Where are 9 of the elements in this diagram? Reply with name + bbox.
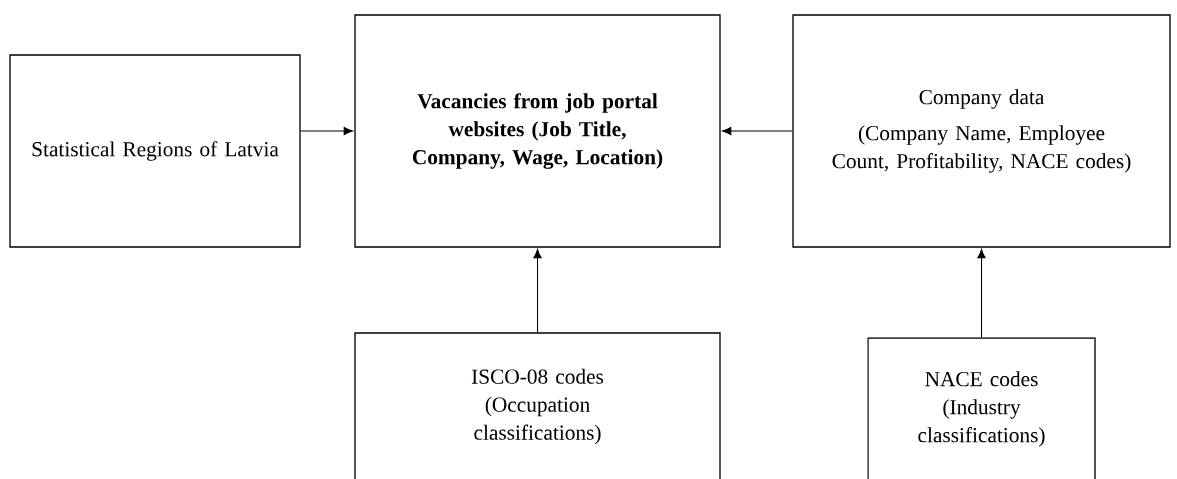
text-box: Company data (Company Name, Employee Count, Profitability, NACE codes) — [792, 14, 1171, 248]
text-box: ISCO-08 codes (Occupation classifications) — [354, 332, 721, 479]
arrow — [977, 249, 986, 338]
arrow — [533, 249, 542, 333]
text-box: Statistical Regions of Latvia — [9, 54, 301, 248]
text-box: NACE codes (Industry classifications) — [867, 337, 1096, 479]
arrow — [722, 126, 793, 136]
text-box: Vacancies from job portal websites (Job Title, Company, Wage, Location) — [354, 14, 721, 248]
arrow — [300, 126, 353, 136]
